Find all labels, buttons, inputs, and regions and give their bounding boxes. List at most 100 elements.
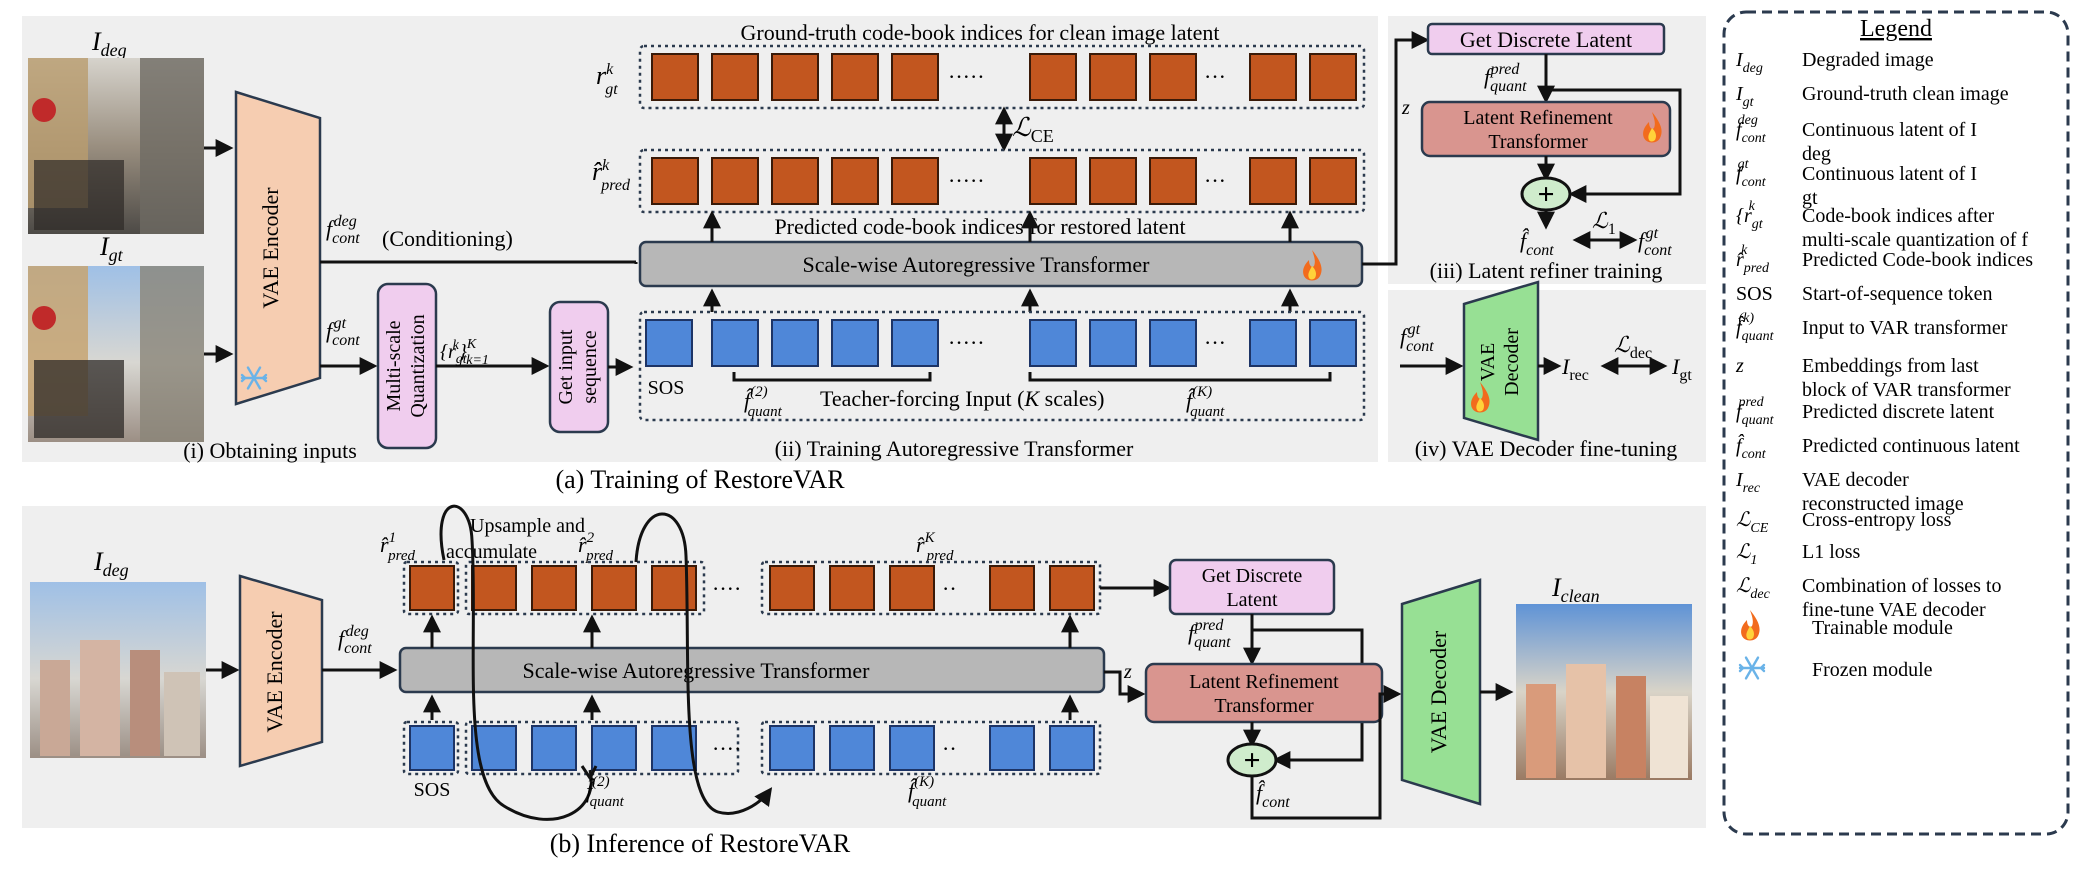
caption-inference: (b) Inference of RestoreVAR bbox=[550, 829, 851, 858]
teacher-token bbox=[1309, 319, 1357, 367]
legend-desc: L1 loss bbox=[1802, 541, 1861, 563]
svg-text:Scale-wise Autoregressive Tran: Scale-wise Autoregressive Transformer bbox=[802, 252, 1150, 277]
teacher-token bbox=[711, 319, 759, 367]
ar-transformer-train: Scale-wise Autoregressive Transformer bbox=[638, 240, 1364, 288]
inference-pred-token bbox=[829, 565, 875, 611]
ellipsis-text: ····· bbox=[948, 168, 985, 193]
inference-input-token-row: ······ bbox=[409, 725, 1095, 771]
inference-input-token bbox=[889, 725, 935, 771]
gt-token bbox=[711, 53, 759, 101]
legend-desc: Continuous latent of I bbox=[1802, 119, 1977, 141]
inference-f-quant-pred-label: fquantpred bbox=[1188, 617, 1231, 651]
legend-symbol: fquantpred bbox=[1736, 395, 1775, 428]
fqK-label: f̂(K)quant bbox=[1186, 384, 1225, 420]
svg-text:{rgtk}Kk=1: {rgtk}Kk=1 bbox=[440, 337, 489, 368]
pred-token bbox=[891, 157, 939, 205]
legend-desc: deg bbox=[1802, 143, 1831, 165]
caption-training: (a) Training of RestoreVAR bbox=[555, 465, 845, 494]
inf-pred-box-1 bbox=[402, 560, 460, 616]
legend-symbol: fcontgt bbox=[1736, 157, 1767, 190]
svg-text:Latent Refinement: Latent Refinement bbox=[1189, 671, 1339, 693]
legend-symbol: ℒCE bbox=[1736, 509, 1769, 536]
sos-label: SOS bbox=[648, 377, 685, 399]
inference-degraded-image bbox=[30, 582, 206, 758]
svg-text:Quantization: Quantization bbox=[407, 314, 429, 417]
upsample-curve-2 bbox=[634, 512, 773, 815]
legend-desc: Predicted discrete latent bbox=[1802, 401, 1995, 423]
svg-text:VAE: VAE bbox=[1477, 343, 1499, 382]
f-cont-gt-label-dec: fcontgt bbox=[1400, 321, 1434, 355]
ce-loss-label: ℒCE bbox=[1012, 113, 1054, 146]
gt-token bbox=[831, 53, 879, 101]
teacher-token-row-box bbox=[638, 310, 1366, 422]
svg-text:Igt: Igt bbox=[1671, 354, 1692, 384]
caption-vae-decoder: (iv) VAE Decoder fine-tuning bbox=[1415, 436, 1678, 461]
svg-text:fcontdeg: fcontdeg bbox=[326, 213, 360, 247]
inference-pred-token bbox=[651, 565, 697, 611]
inference-pred-token bbox=[889, 565, 935, 611]
ellipsis-text: ····· bbox=[948, 64, 985, 89]
svg-text:Transformer: Transformer bbox=[1214, 695, 1314, 717]
inference-f-cont-hat-label: f̂cont bbox=[1256, 780, 1290, 811]
svg-text:ℒ1: ℒ1 bbox=[1592, 208, 1616, 238]
gt-image-label: Igt bbox=[99, 232, 124, 265]
svg-text:(Conditioning): (Conditioning) bbox=[382, 226, 513, 251]
arrow-inf-z bbox=[1104, 670, 1146, 703]
teacher-token bbox=[771, 319, 819, 367]
svg-text:f̂(2)quant: f̂(2)quant bbox=[586, 774, 625, 810]
legend-item: Trainable module bbox=[1741, 610, 1953, 641]
legend-symbol: f̂quant(k) bbox=[1736, 311, 1775, 344]
svg-text:fcontgt: fcontgt bbox=[326, 315, 360, 349]
inference-input-token bbox=[531, 725, 577, 771]
teacher-token-row: ········ bbox=[645, 319, 1357, 367]
plus-circle-icon: + bbox=[1226, 742, 1278, 778]
multi-scale-quantization: Multi-scale Quantization bbox=[376, 282, 438, 450]
legend-desc: Code-book indices after bbox=[1802, 205, 1994, 227]
vae-decoder-inference: VAE Decoder bbox=[1400, 578, 1482, 806]
legend-symbol: Ideg bbox=[1735, 49, 1763, 76]
gt-image bbox=[28, 266, 204, 442]
svg-text:Upsample and: Upsample and bbox=[470, 515, 585, 537]
legend-item: fquantpred Predicted discrete latent bbox=[1736, 395, 1995, 428]
svg-text:fcontdeg: fcontdeg bbox=[338, 623, 372, 657]
inference-pred-token bbox=[1049, 565, 1095, 611]
upsample-curve-1 bbox=[439, 504, 593, 821]
i-gt-label-dec: Igt bbox=[1671, 354, 1692, 384]
legend-symbol: ℒ1 bbox=[1736, 541, 1757, 568]
ellipsis-text: ·· bbox=[942, 736, 957, 761]
brace-fq2 bbox=[732, 372, 932, 382]
legend-desc: Embeddings from last bbox=[1802, 355, 1979, 377]
svg-text:Get Discrete Latent: Get Discrete Latent bbox=[1460, 27, 1632, 52]
pred-token bbox=[1149, 157, 1197, 205]
gt-token-row-box bbox=[638, 44, 1366, 110]
legend-symbol: r̂predk bbox=[1736, 243, 1770, 276]
vae-encoder-train: VAE Encoder bbox=[234, 90, 322, 406]
svg-text:Get Discrete: Get Discrete bbox=[1202, 565, 1303, 587]
plus-circle-icon: + bbox=[1520, 176, 1572, 212]
svg-text:VAE Encoder: VAE Encoder bbox=[258, 187, 283, 309]
svg-text:f̂(K)quant: f̂(K)quant bbox=[908, 774, 947, 810]
legend-desc: gt bbox=[1802, 187, 1818, 209]
gt-token bbox=[1089, 53, 1137, 101]
inference-pred-token bbox=[409, 565, 455, 611]
svg-text:ℒCE: ℒCE bbox=[1012, 113, 1054, 146]
gt-token bbox=[891, 53, 939, 101]
svg-text:fcontgt: fcontgt bbox=[1638, 225, 1672, 259]
legend-symbol: f̂cont bbox=[1736, 433, 1767, 462]
teacher-token bbox=[891, 319, 939, 367]
vae-decoder-train: VAE Decoder bbox=[1462, 280, 1540, 442]
ellipsis-text: ··· bbox=[1204, 64, 1226, 89]
inference-input-token bbox=[409, 725, 455, 771]
svg-text:+: + bbox=[1243, 744, 1260, 777]
